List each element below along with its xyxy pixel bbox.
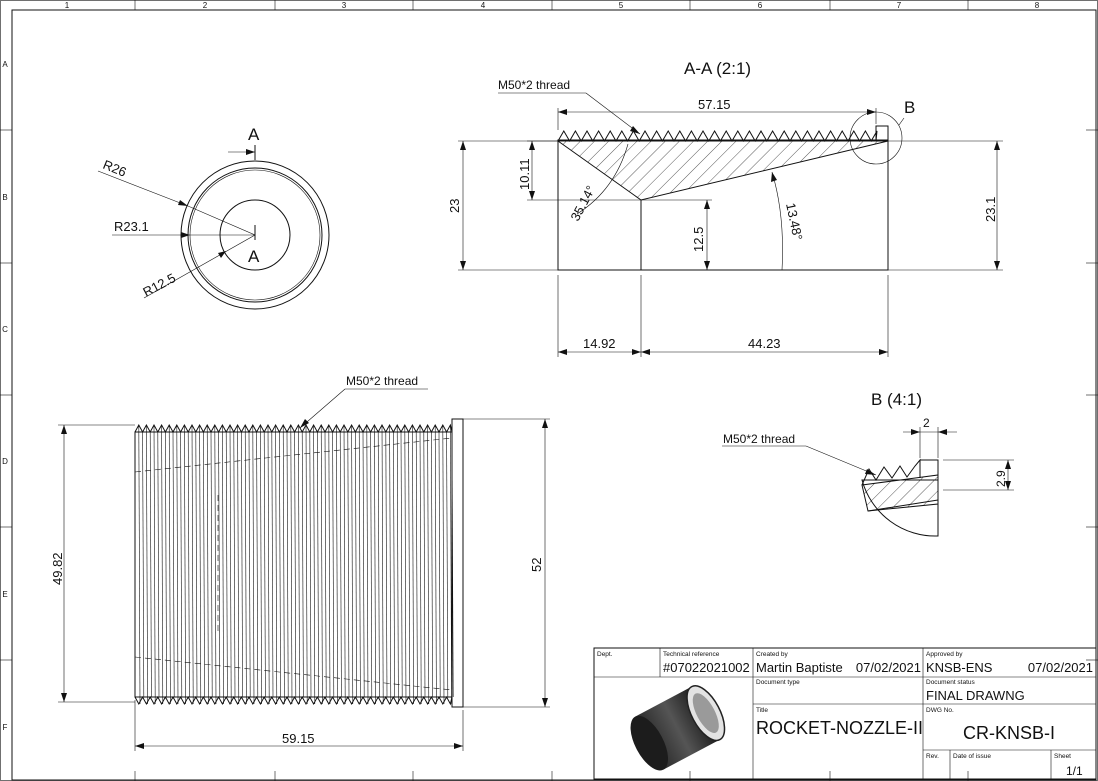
title-label: Title [756,707,768,714]
zone-column-label: 4 [481,1,486,10]
rev-label: Rev. [926,753,939,760]
sheet-value: 1/1 [1066,764,1083,778]
approved-by-label: Approved by [926,651,963,658]
doc-status-label: Document status [926,679,976,686]
radius-r12-5-label: R12.5 [140,270,178,300]
dim-14-92: 14.92 [583,336,616,351]
created-date: 07/02/2021 [856,660,921,675]
detail-view-b: B (4:1) M50*2 thread 2 2.9 [722,390,1014,537]
radius-r26-label: R26 [101,157,129,180]
dept-label: Dept. [597,651,613,658]
created-by-value: Martin Baptiste [756,660,843,675]
side-view: M50*2 thread 49.82 52 59.15 [50,374,550,751]
section-mark-top: A [248,125,260,144]
zone-column-label: 6 [758,1,763,10]
zone-column-label: 3 [342,1,347,10]
section-view-a-a: A-A (2:1) B M50*2 thread 57.15 23 [447,59,1003,357]
zone-row-label: C [2,325,8,334]
front-view: A A R26 R23.1 R12.5 [97,125,330,310]
title-block: Dept. Technical reference #07022021002 C… [593,647,1097,780]
dim-23-1: 23.1 [983,197,998,222]
section-thread-callout: M50*2 thread [498,78,570,92]
created-by-label: Created by [756,651,789,658]
dim-2: 2 [923,416,930,430]
zone-column-label: 1 [65,1,70,10]
dwg-no-label: DWG No. [926,707,954,714]
dim-49-82: 49.82 [50,552,65,585]
tech-ref-value: #07022021002 [663,660,750,675]
doc-status-value: FINAL DRAWNG [926,688,1025,703]
zone-row-label: D [2,457,8,466]
zone-column-label: 7 [897,1,902,10]
zone-column-label: 2 [203,1,208,10]
doc-type-label: Document type [756,679,800,686]
zone-column-label: 8 [1035,1,1040,10]
approved-by-value: KNSB-ENS [926,660,993,675]
detail-marker-b: B [904,98,915,117]
dim-44-23: 44.23 [748,336,781,351]
zone-row-label: A [2,60,8,69]
angle-35-14: 35.14° [567,183,598,223]
dim-23: 23 [447,199,462,213]
zone-row-label: E [2,590,7,599]
dim-overall-length: 57.15 [698,97,731,112]
angle-13-48: 13.48° [783,202,806,242]
dim-52: 52 [529,558,544,572]
zone-row-label: B [2,193,7,202]
radius-r23-1-label: R23.1 [114,219,149,234]
sheet-label: Sheet [1054,753,1071,760]
date-issue-label: Date of issue [953,753,991,760]
detail-title: B (4:1) [871,390,922,409]
approved-date: 07/02/2021 [1028,660,1093,675]
dim-10-11: 10.11 [517,158,532,190]
dim-2-9: 2.9 [994,470,1008,487]
side-thread-callout: M50*2 thread [346,374,418,388]
nozzle-thumbnail [630,685,726,771]
title-value: ROCKET-NOZZLE-II [756,718,923,738]
zone-row-label: F [3,723,8,732]
detail-thread-callout: M50*2 thread [723,432,795,446]
tech-ref-label: Technical reference [663,651,720,658]
dim-59-15: 59.15 [282,731,315,746]
dim-12-5: 12.5 [691,227,706,252]
section-mark-bottom: A [248,247,260,266]
section-title: A-A (2:1) [684,59,751,78]
zone-column-label: 5 [619,1,624,10]
dwg-no-value: CR-KNSB-I [963,723,1055,743]
